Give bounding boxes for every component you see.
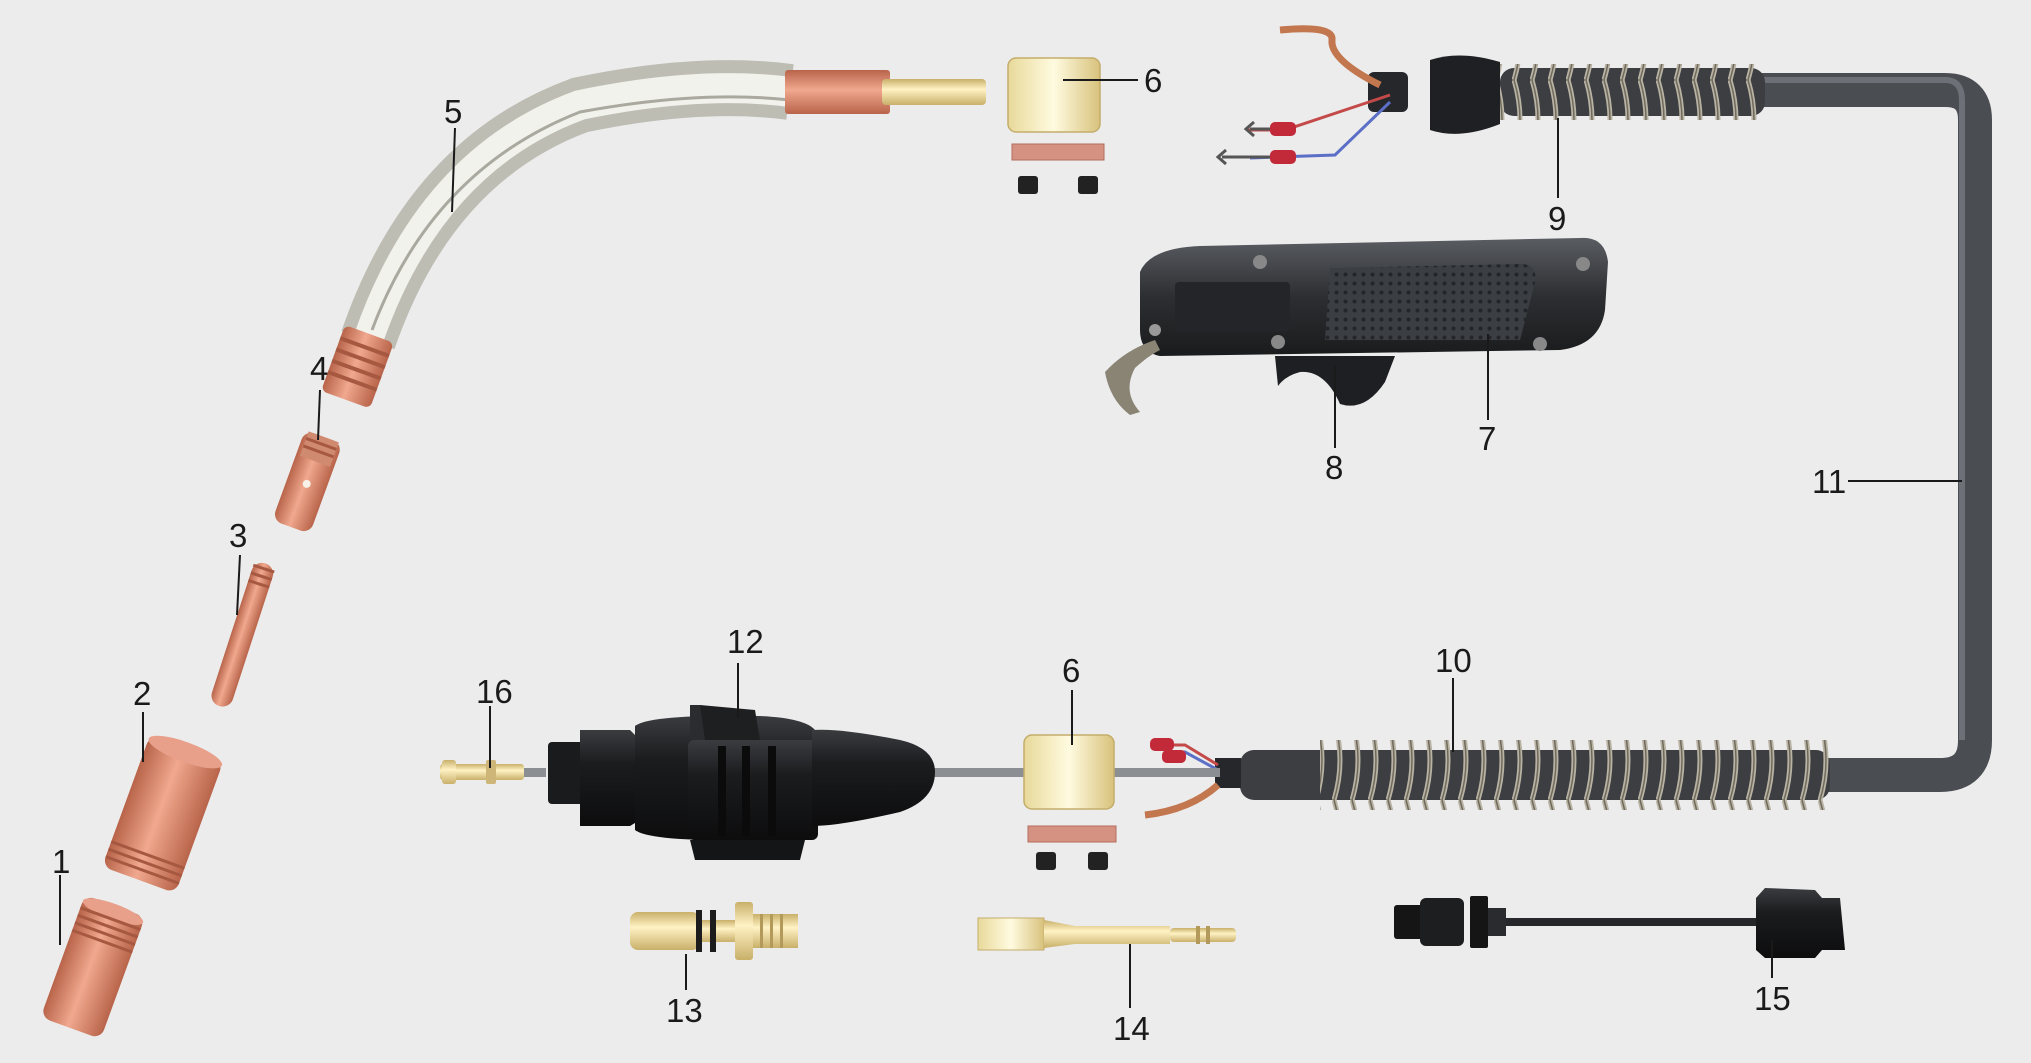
cable-spring-bottom: [1120, 738, 1835, 819]
cable-spring-top: [1215, 25, 1765, 166]
label-part-8: 8: [1325, 449, 1343, 486]
part-6-lower-clamp: [1023, 734, 1117, 870]
label-part-12: 12: [727, 623, 764, 660]
label-part-2: 2: [133, 675, 151, 712]
part-2-nozzle: [104, 735, 223, 891]
leader-lines: [59, 79, 1962, 1008]
label-part-4: 4: [310, 350, 328, 387]
part-12-euro-connector: [548, 705, 935, 860]
part-5-gooseneck: [322, 60, 986, 407]
part-3-contact-tip: [211, 562, 275, 707]
label-part-6-lower: 6: [1062, 652, 1080, 689]
label-part-9: 9: [1548, 200, 1566, 237]
label-part-7: 7: [1478, 420, 1496, 457]
label-part-1: 1: [52, 843, 70, 880]
part-7-handle: [1140, 237, 1608, 356]
part-13-fitting: [630, 902, 798, 960]
label-part-3: 3: [229, 517, 247, 554]
part-4-gas-diffuser: [274, 431, 340, 532]
label-part-6-upper: 6: [1144, 62, 1162, 99]
part-1-nozzle-adapter: [43, 897, 144, 1037]
label-part-16: 16: [476, 673, 513, 710]
part-16-pin: [440, 760, 524, 784]
part-14-adapter: [977, 917, 1236, 951]
label-part-5: 5: [444, 93, 462, 130]
cable-loop: [1743, 73, 1992, 792]
part-6-upper-clamp: [1007, 57, 1105, 194]
label-part-11: 11: [1812, 463, 1846, 500]
label-part-13: 13: [666, 992, 703, 1029]
label-part-15: 15: [1754, 980, 1791, 1017]
part-15-control-cable: [1394, 888, 1845, 958]
label-part-10: 10: [1435, 642, 1472, 679]
label-part-14: 14: [1113, 1010, 1150, 1047]
